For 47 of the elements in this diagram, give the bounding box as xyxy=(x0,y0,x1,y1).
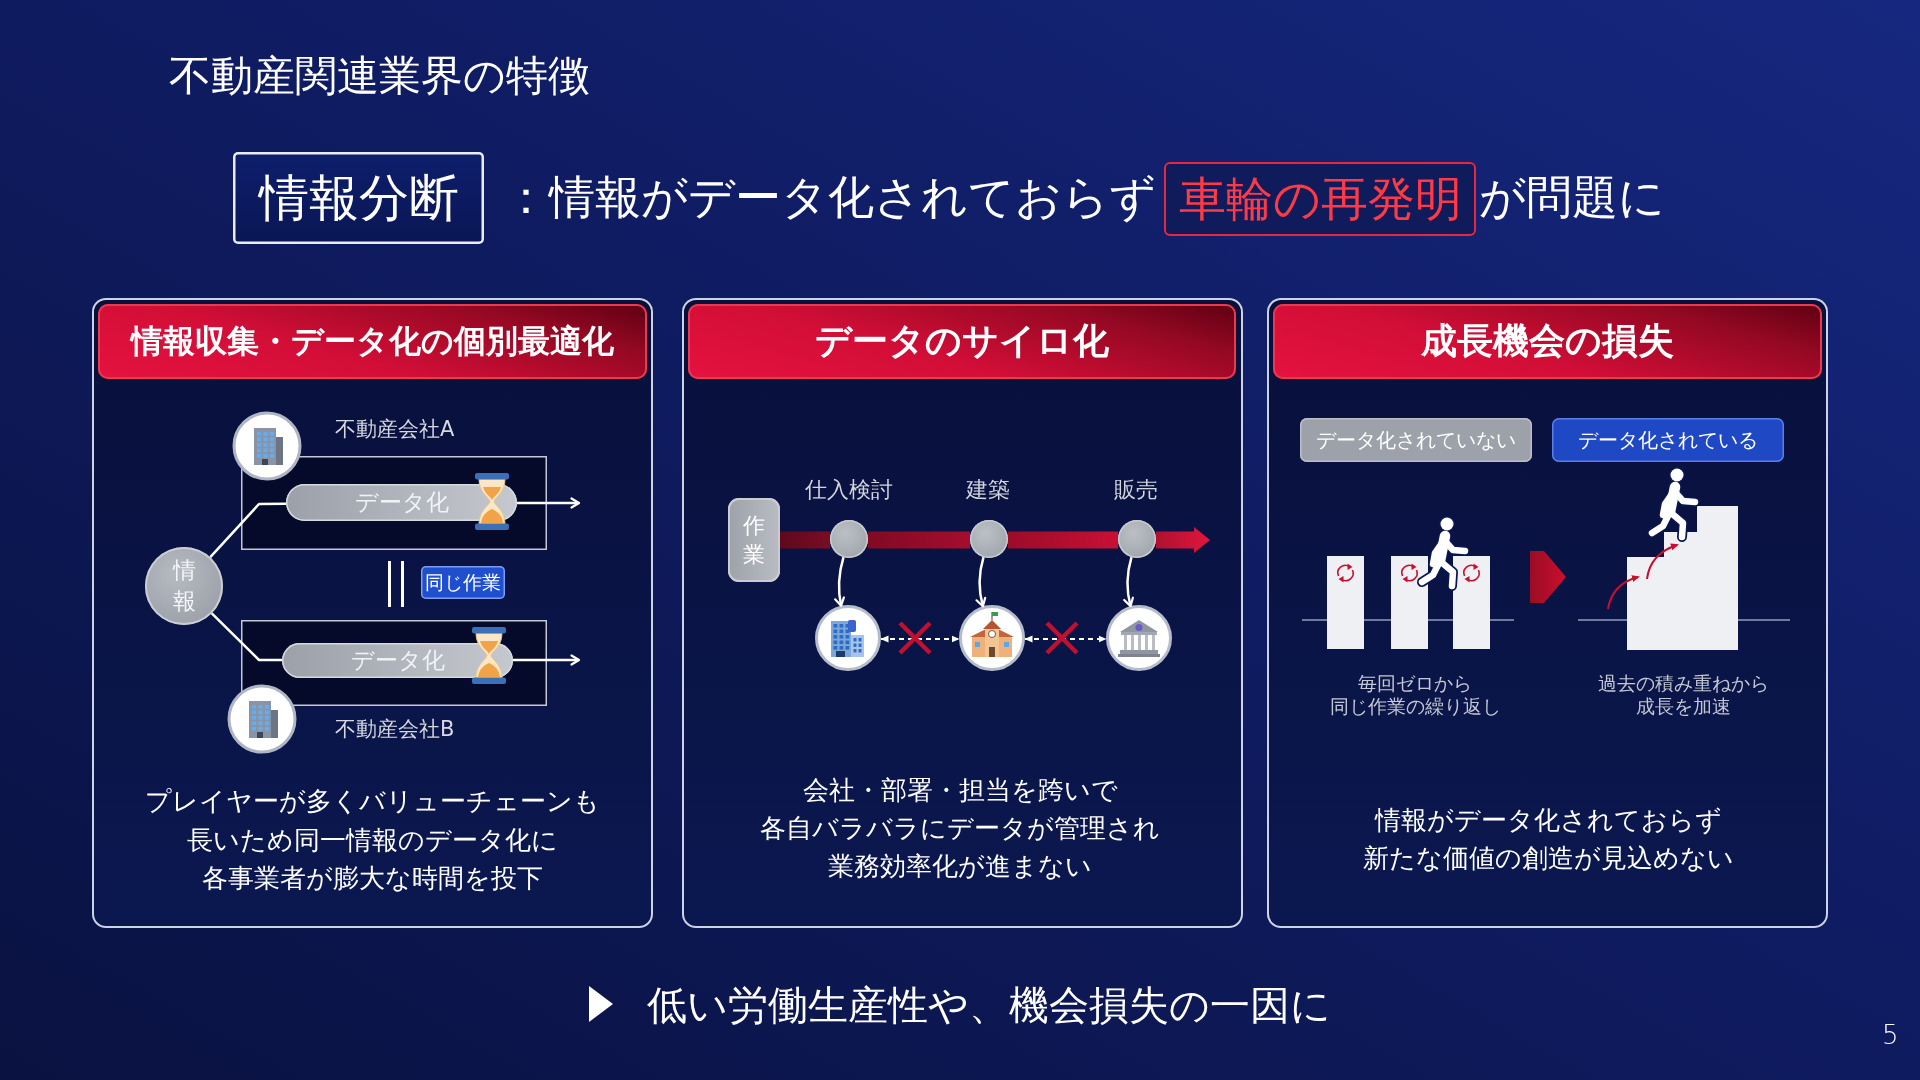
connector-line xyxy=(209,502,286,559)
stage-label: 販売 xyxy=(1114,477,1158,503)
curved-arrow xyxy=(1123,556,1135,608)
heading-band: 成長機会の損失 xyxy=(1273,304,1822,379)
dashed-arrow xyxy=(1024,635,1107,643)
connector-line xyxy=(210,612,282,662)
info-circle: 情報 xyxy=(145,547,223,625)
process-pill: データ化 xyxy=(282,643,513,678)
heading-band: 情報収集・データ化の個別最適化 xyxy=(98,304,647,379)
term-box: 情報分断 xyxy=(233,152,484,244)
curved-arrow xyxy=(975,556,987,608)
heading-band: データのサイロ化 xyxy=(688,304,1236,379)
body-text: プレイヤーが多くバリューチェーンも長いため同一情報のデータ化に各事業者が膨大な時間を投下 xyxy=(144,785,600,895)
body-text: 情報がデータ化されておらず新たな価値の創造が見込めない xyxy=(1362,804,1734,875)
stage-label: 仕入検討 xyxy=(805,477,893,503)
page-title: 不動産関連業界の特徴 xyxy=(169,50,590,102)
panel-card xyxy=(1267,298,1828,928)
timeline-arrow xyxy=(1156,527,1210,553)
caption-text: 毎回ゼロから同じ作業の繰り返し xyxy=(1329,672,1501,718)
panel-card xyxy=(92,298,653,928)
panel-card xyxy=(682,298,1243,928)
tag-badge: 同じ作業 xyxy=(421,566,505,599)
bank-icon xyxy=(1106,605,1172,671)
stage-label: 建築 xyxy=(966,477,1010,503)
highlight-box: 車輪の再発明 xyxy=(1164,162,1476,236)
process-pill: データ化 xyxy=(286,484,517,521)
page-number: 5 xyxy=(1882,1020,1899,1050)
subtitle-text: ：情報がデータ化されておらず xyxy=(503,171,1156,223)
timeline-dot xyxy=(970,520,1008,558)
caption-text: 過去の積み重ねから成長を加速 xyxy=(1597,672,1769,718)
status-badge: データ化されている xyxy=(1552,418,1784,462)
office-building-icon xyxy=(815,605,881,671)
subtitle-text: が問題に xyxy=(1479,171,1665,223)
chevron-arrow xyxy=(1530,551,1566,603)
body-text: 会社・部署・担当を跨いで各自バラバラにデータが管理され業務効率化が進まない xyxy=(760,774,1160,883)
company-label: 不動産会社A xyxy=(335,416,455,442)
arrow xyxy=(513,654,581,666)
work-box: 作業 xyxy=(728,498,780,582)
school-icon xyxy=(959,605,1025,671)
timeline-dot xyxy=(1118,520,1156,558)
conclusion-text: 低い労働生産性や、機会損失の一因に xyxy=(647,981,1331,1030)
timeline-dot xyxy=(830,520,868,558)
curved-arrow xyxy=(834,556,846,607)
company-label: 不動産会社B xyxy=(335,716,455,742)
status-badge: データ化されていない xyxy=(1300,418,1532,462)
arrow xyxy=(517,497,581,509)
dashed-arrow xyxy=(880,635,960,643)
